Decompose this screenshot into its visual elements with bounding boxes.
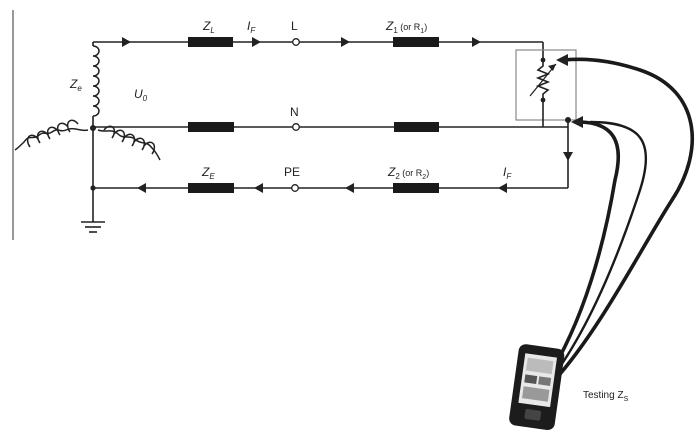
terminal-pe [291, 184, 299, 192]
label-z-e: ZE [201, 165, 215, 181]
fault-node [565, 117, 571, 123]
label-zl: ZL [202, 19, 215, 35]
earth-icon [81, 221, 105, 233]
label-n: N [290, 105, 299, 119]
terminal-l [292, 38, 300, 46]
impedance-zl [188, 37, 233, 47]
label-if-bottom: IF [503, 165, 512, 181]
line-arrow-1 [122, 37, 131, 47]
label-u0: U0 [134, 87, 148, 103]
impedance-neutral-1 [188, 122, 234, 132]
impedance-ze-earth [188, 183, 234, 193]
line-arrow-2 [341, 37, 350, 47]
line-arrow-3 [472, 37, 481, 47]
label-l: L [291, 19, 298, 33]
pe-arrow-1 [345, 183, 354, 193]
label-if-top: IF [247, 19, 256, 35]
label-ze: Ze [69, 77, 82, 93]
test-leads [543, 57, 694, 384]
fault-current-arrow-bottom [498, 183, 507, 193]
label-pe: PE [284, 165, 300, 179]
pe-arrow-3 [137, 183, 146, 193]
label-z1: Z1 (or R1) [385, 19, 427, 35]
probe-arrow-bottom [571, 116, 583, 128]
transformer-right-phase-winding [97, 125, 161, 161]
load-enclosure [515, 49, 577, 121]
tester-device [509, 344, 565, 431]
pe-arrow-2 [254, 183, 263, 193]
impedance-z1 [393, 37, 439, 47]
probe-arrow-top [556, 54, 568, 66]
label-z2: Z2 (or R2) [387, 165, 429, 181]
impedance-z2 [393, 183, 439, 193]
transformer-left-phase-winding [14, 119, 89, 151]
transformer-winding [92, 42, 100, 128]
load-top-node [540, 57, 546, 63]
load-bottom-node [540, 97, 546, 103]
label-testing-zs: Testing ZS [583, 390, 629, 403]
load-resistor-icon [529, 60, 557, 127]
fault-path-arrow [563, 152, 573, 161]
terminal-n [292, 123, 300, 131]
impedance-neutral-2 [394, 122, 439, 132]
fault-current-arrow-top [252, 37, 261, 47]
